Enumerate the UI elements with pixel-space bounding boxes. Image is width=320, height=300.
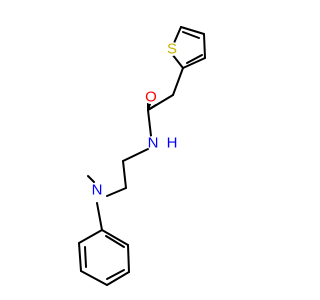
bond-ph-inner-c	[84, 246, 87, 268]
bonds	[78, 26, 206, 286]
bond-c3-c4	[203, 33, 206, 59]
bond-ch2a-ch2b	[122, 160, 127, 189]
molecule-diagram: S O N H N	[78, 26, 206, 286]
bond-c-o-b	[147, 104, 157, 111]
bond-n-methyl	[87, 175, 95, 183]
amine-nitrogen-atom: N	[90, 182, 104, 199]
bond-c2-c3	[182, 57, 206, 69]
bond-c4-c5-inner	[182, 31, 200, 39]
amide-nitrogen-label: N	[148, 135, 159, 152]
bond-c-o-1	[147, 103, 151, 111]
bond-c2-c3-inner	[186, 54, 203, 64]
bond-ph-4-5	[80, 270, 108, 286]
bond-ph-5-6	[78, 242, 82, 272]
bond-co-n	[147, 109, 152, 137]
sulfur-label: S	[167, 41, 177, 58]
bond-s-c2	[171, 53, 184, 69]
amide-nitrogen-atom: N H	[146, 135, 177, 152]
bond-n-ch2a	[122, 148, 149, 162]
structure-svg: S O N H N	[78, 26, 206, 286]
atom-labels: S O N H N	[90, 41, 179, 199]
bond-n-phenyl	[96, 202, 103, 231]
sulfur-atom-bg	[165, 42, 179, 56]
bond-ph-3-4	[106, 271, 130, 286]
bond-ch2b-n	[106, 187, 127, 197]
amine-nitrogen-label: N	[92, 182, 103, 199]
oxygen-atom: O	[144, 89, 158, 106]
sulfur-atom: S	[165, 41, 179, 58]
amide-hydrogen-label: H	[167, 135, 178, 152]
amine-nitrogen-bg	[90, 183, 104, 197]
oxygen-label: O	[145, 89, 157, 106]
bond-ph-inner-a	[105, 235, 125, 248]
amide-nitrogen-bg	[146, 136, 160, 150]
bond-ph-6-1	[78, 229, 103, 244]
bond-c5-s	[173, 26, 182, 44]
oxygen-atom-bg	[144, 90, 158, 104]
bond-c4-c5	[180, 26, 205, 35]
bond-ph-inner-b	[106, 269, 125, 280]
bond-ph-2-3	[127, 244, 130, 273]
bond-c2-ch2	[172, 67, 184, 96]
bond-ph-1-2	[101, 229, 129, 246]
